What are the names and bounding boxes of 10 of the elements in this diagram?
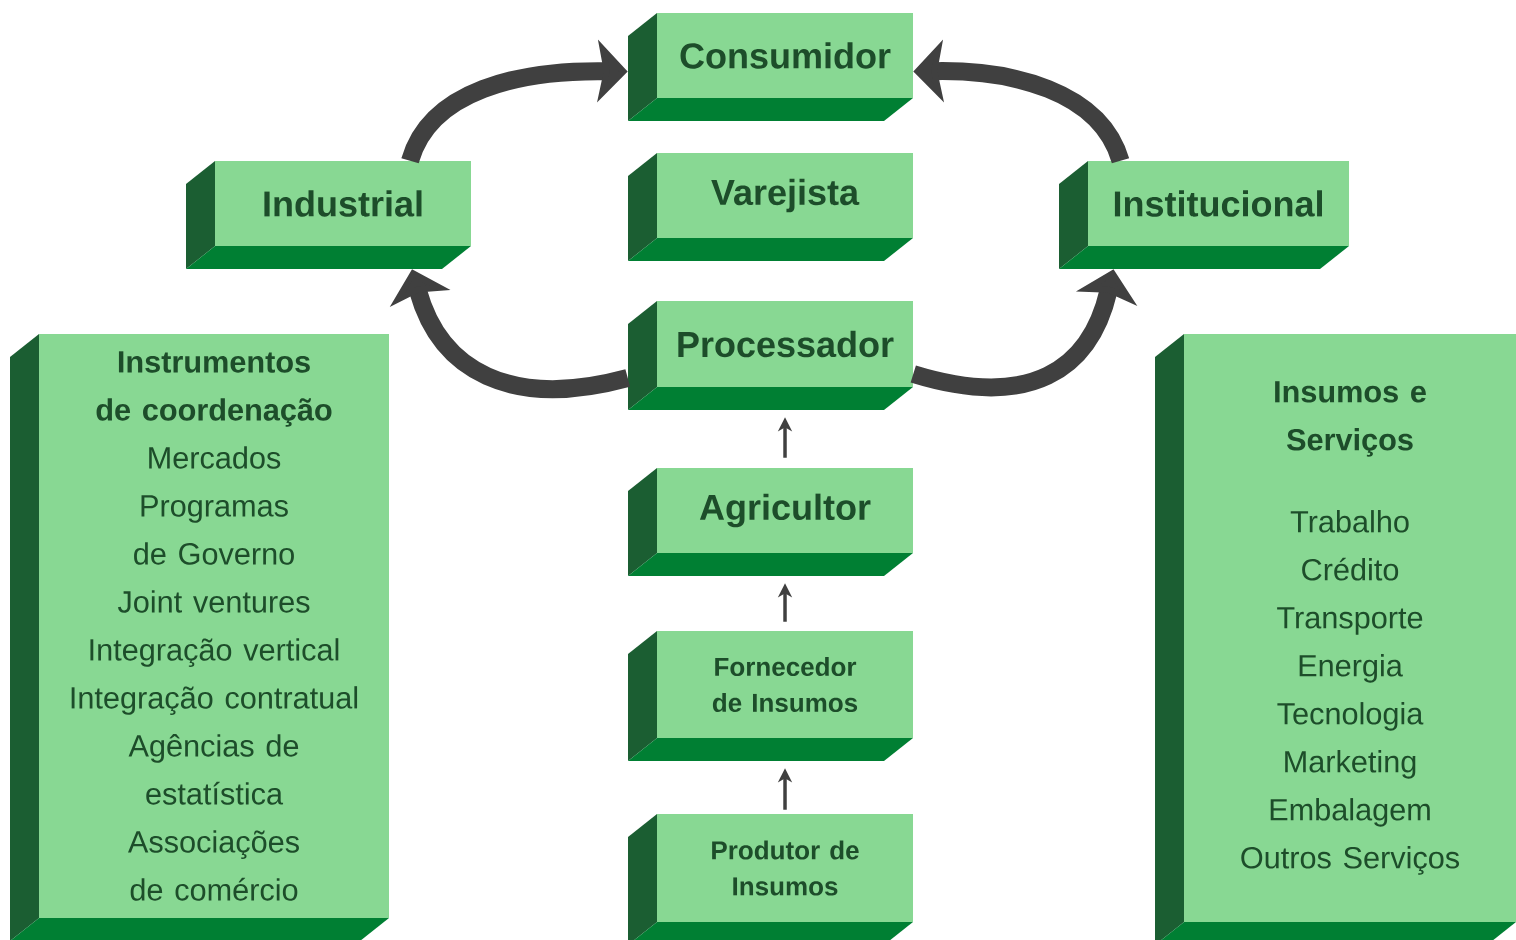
- block: Industrial: [186, 161, 471, 269]
- block: Instrumentos de coordenação Mercados Programas de Governo Joint ventures Integração vertical Integração contratual Agências de estatística Associações de comércio: [10, 334, 389, 940]
- block: Consumidor: [628, 13, 913, 121]
- block: Produtor de Insumos: [628, 814, 913, 940]
- block: Insumos e Serviços Trabalho Crédito Transporte Energia Tecnologia Marketing Embalagem Outros Serviços: [1155, 334, 1516, 940]
- block: Processador: [628, 301, 913, 410]
- block: Varejista: [628, 153, 913, 261]
- block: Fornecedor de Insumos: [628, 631, 913, 761]
- block: Agricultor: [628, 468, 913, 576]
- block: Institucional: [1059, 161, 1349, 269]
